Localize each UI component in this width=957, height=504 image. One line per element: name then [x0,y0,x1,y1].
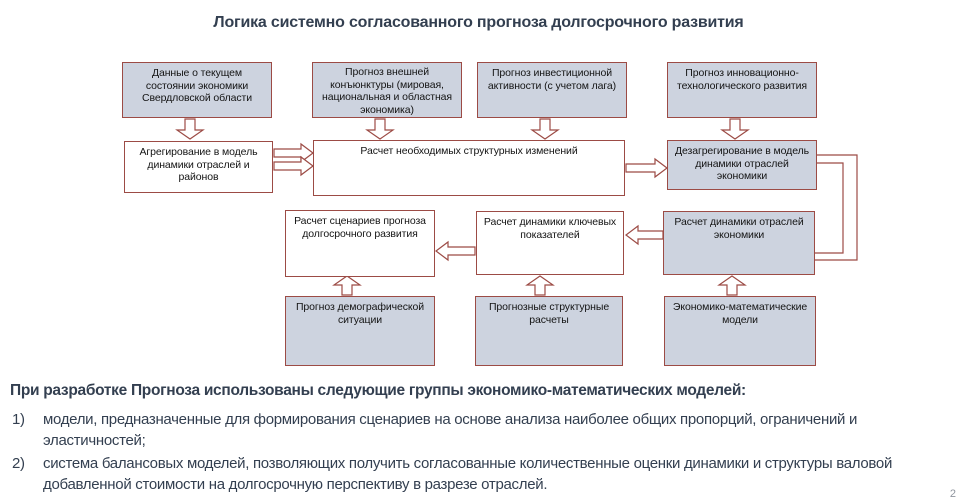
up-arrow-icon [717,275,747,296]
node-aggregation: Агрегирование в модель динамики отраслей… [124,141,273,193]
list-item-number: 2) [12,455,25,472]
node-external-forecast: Прогноз внешней конъюнктуры (мировая, на… [312,62,462,118]
node-structural-calculations: Прогнозные структурные расчеты [475,296,623,366]
node-scenarios: Расчет сценариев прогноза долгосрочного … [285,210,435,277]
elbow-connector [815,154,858,261]
right-arrow-icon [273,142,314,164]
down-arrow-icon [720,118,750,140]
list-item: 1) модели, предназначенные для формирова… [10,409,950,451]
flow-diagram: Данные о текущем состоянии экономики Све… [122,62,858,366]
node-demographic-forecast: Прогноз демографической ситуации [285,296,435,366]
node-structural-changes: Расчет необходимых структурных изменений [313,140,625,196]
list-item-text: система балансовых моделей, позволяющих … [43,455,893,493]
right-arrow-icon [273,155,314,177]
left-arrow-icon [625,224,664,246]
footer-heading: При разработке Прогноза использованы сле… [10,382,746,399]
list-item-number: 1) [12,411,25,428]
left-arrow-icon [435,240,476,262]
page-number: 2 [949,488,956,500]
up-arrow-icon [332,275,362,296]
node-key-indicators: Расчет динамики ключевых показателей [476,211,624,275]
node-disaggregation: Дезагрегирование в модель динамики отрас… [667,140,817,190]
list-item-text: модели, предназначенные для формирования… [43,411,858,449]
list-item: 2) система балансовых моделей, позволяющ… [10,453,950,495]
down-arrow-icon [175,118,205,140]
up-arrow-icon [525,275,555,296]
diagram-connectors [175,118,858,296]
node-innovation-forecast: Прогноз инновационно-технологического ра… [667,62,817,118]
node-current-state: Данные о текущем состоянии экономики Све… [122,62,272,118]
down-arrow-icon [530,118,560,140]
node-investment-forecast: Прогноз инвестиционной активности (с уче… [477,62,627,118]
footer-text-block: При разработке Прогноза использованы сле… [10,382,950,497]
elbow-connector [815,162,844,254]
node-econ-math-models: Экономико-математические модели [664,296,816,366]
right-arrow-icon [625,157,668,179]
slide-title: Логика системно согласованного прогноза … [213,14,744,31]
node-industry-dynamics: Расчет динамики отраслей экономики [663,211,815,275]
down-arrow-icon [365,118,395,140]
